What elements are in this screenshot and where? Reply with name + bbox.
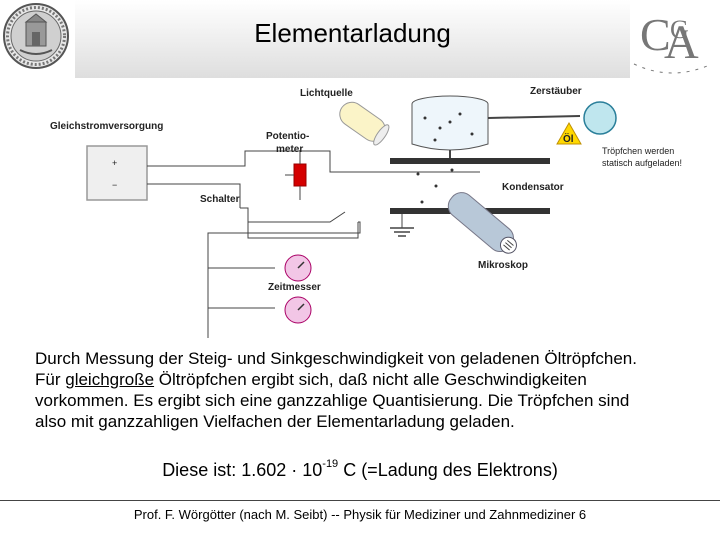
power-supply-plus: + — [112, 158, 117, 168]
label-zerstaeuber: Zerstäuber — [530, 86, 582, 97]
label-zeitmesser: Zeitmesser — [268, 282, 321, 293]
body-line: Für gleichgroße Öltröpfchen ergibt sich,… — [35, 370, 587, 389]
droplet — [434, 184, 438, 188]
formula-line: Diese ist: 1.602 · 10-19 C (=Ladung des … — [162, 458, 558, 480]
label-lichtquelle: Lichtquelle — [300, 88, 353, 99]
wire-plus — [147, 150, 480, 173]
body-line: Durch Messung der Steig- und Sinkgeschwi… — [35, 349, 637, 368]
logo-letter-a: A — [664, 16, 699, 69]
atomizer-bulb — [583, 101, 617, 135]
wire-timers — [207, 238, 275, 309]
microscope — [447, 192, 517, 254]
label-schalter: Schalter — [200, 194, 240, 205]
wire-switch — [207, 207, 361, 338]
logo-letter-c: C — [640, 9, 671, 60]
body-line: vorkommen. Es ergibt sich eine ganzzahli… — [35, 391, 630, 410]
power-supply-minus: − — [112, 180, 117, 190]
footer-text: Prof. F. Wörgötter (nach M. Seibt) -- Ph… — [133, 507, 587, 522]
logo-letter-g: G — [670, 15, 689, 44]
title-bar — [75, 0, 630, 78]
label-mikroskop: Mikroskop — [478, 260, 528, 271]
droplet — [450, 168, 454, 172]
cga-logo-icon: C A G — [633, 9, 713, 74]
droplet — [420, 200, 424, 204]
oil-warning-icon — [556, 121, 582, 145]
footer-divider — [0, 500, 720, 501]
label-gleichstrom: Gleichstromversorgung — [50, 121, 163, 132]
body-paragraph: Durch Messung der Steig- und Sinkgeschwi… — [35, 348, 705, 432]
capacitor-top-plate — [390, 158, 550, 164]
university-seal-icon — [3, 3, 69, 69]
droplet — [416, 172, 420, 176]
annotation-line-1: Tröpfchen werden — [602, 146, 674, 156]
body-line: also mit ganzzahligen Vielfachen der Ele… — [35, 412, 515, 431]
label-potentiometer-1: Potentio- — [266, 131, 309, 142]
annotation-line-2: statisch aufgeladen! — [602, 158, 682, 168]
label-potentiometer-2: meter — [276, 144, 303, 155]
light-source — [339, 101, 390, 146]
millikan-diagram: + − Gleichstromversorgung Potentio- mete… — [50, 86, 682, 338]
label-kondensator: Kondensator — [502, 182, 564, 193]
label-oel: Öl — [563, 132, 574, 145]
atomizer-chamber — [411, 104, 489, 151]
atomizer-tube — [487, 115, 581, 119]
potentiometer — [293, 163, 307, 187]
wire-minus — [147, 183, 241, 208]
slide-title: Elementarladung — [254, 18, 451, 48]
formula-exponent: -19 — [322, 458, 339, 470]
underlined-word: gleichgroße — [65, 370, 155, 389]
power-supply-box — [86, 145, 148, 201]
